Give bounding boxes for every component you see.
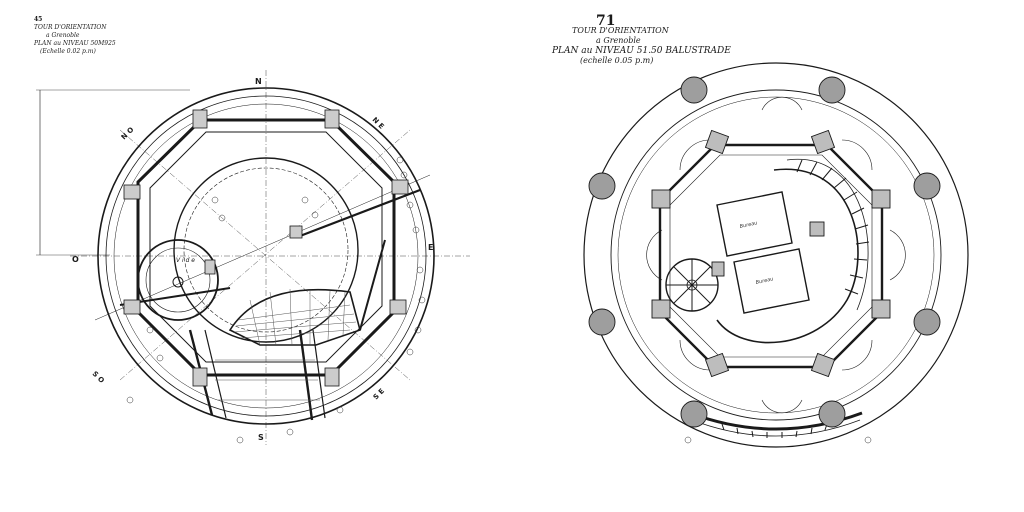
- label-southeast: S E: [372, 387, 386, 401]
- spiral-stair-circle: [137, 239, 219, 321]
- right-sheet-number: 71: [596, 13, 616, 29]
- label-north: N: [255, 77, 262, 86]
- label-void: V i d e: [176, 257, 195, 264]
- label-south: S: [258, 433, 264, 442]
- table-top: [716, 191, 793, 257]
- right-title-line3: PLAN au NIVEAU 51.50 BALUSTRADE: [552, 46, 731, 56]
- left-floor-plan-drawing: N S E O N O N E S O S E V i d e: [36, 70, 470, 445]
- right-title-block: 71 TOUR D'ORIENTATION a Grenoble PLAN au…: [552, 13, 782, 66]
- label-west: O: [72, 255, 79, 264]
- right-title-line4: (echelle 0.05 p.m): [580, 56, 654, 65]
- table-bottom: [733, 248, 810, 314]
- inner-curved-wall: [716, 168, 859, 344]
- table-label-2: Bureau: [755, 276, 774, 286]
- right-title-line1: TOUR D'ORIENTATION: [572, 26, 669, 35]
- left-title-line2: a Grenoble: [46, 32, 80, 39]
- label-southwest: S O: [91, 370, 106, 385]
- left-title-line1: TOUR D'ORIENTATION: [34, 24, 107, 31]
- octagon-wall: [658, 143, 884, 369]
- table-label-1: Bureau: [739, 220, 758, 230]
- left-sheet-number: 45: [34, 16, 43, 23]
- plan-sheet-right: 71 TOUR D'ORIENTATION a Grenoble PLAN au…: [512, 0, 1024, 512]
- stair-landing: [228, 288, 361, 346]
- label-northwest: N O: [120, 126, 136, 142]
- right-title-line2: a Grenoble: [596, 36, 641, 45]
- right-floor-plan-drawing: Bureau Bureau: [583, 62, 969, 448]
- left-title-block: 45 TOUR D'ORIENTATION a Grenoble PLAN au…: [34, 16, 116, 56]
- label-northeast: N E: [371, 116, 386, 131]
- columns: [588, 76, 941, 428]
- outer-ring: [583, 62, 969, 448]
- label-east: E: [428, 243, 433, 252]
- left-title-line4: (Echelle 0.02 p.m): [40, 48, 96, 55]
- plan-sheet-left: 45 TOUR D'ORIENTATION a Grenoble PLAN au…: [34, 16, 470, 445]
- left-title-line3: PLAN au NIVEAU 50M925: [34, 40, 116, 47]
